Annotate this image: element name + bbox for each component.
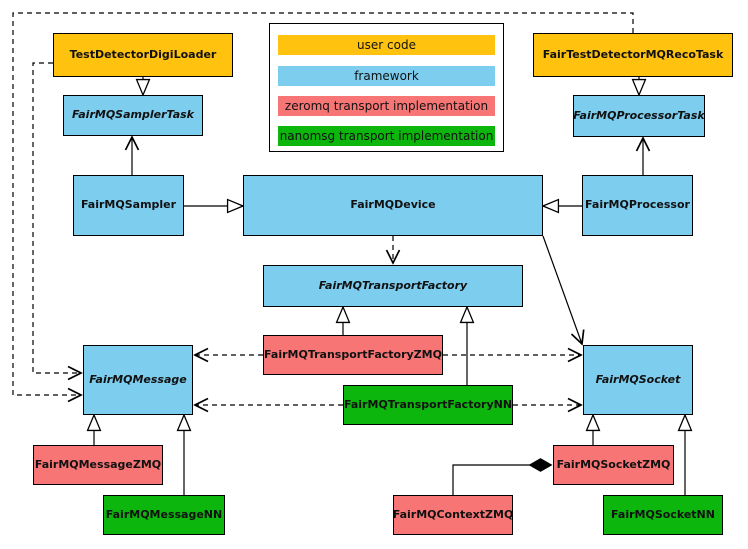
class-label: FairMQProcessor: [585, 198, 690, 212]
class-box-fairmqsampler: FairMQSampler: [73, 175, 184, 236]
class-box-fairmqsamplertask: FairMQSamplerTask: [63, 95, 203, 136]
edge-digiloader-message: [32, 62, 81, 373]
class-label: FairMQDevice: [350, 198, 436, 212]
class-box-fairmqcontextzmq: FairMQContextZMQ: [393, 495, 513, 535]
class-label: FairMQSamplerTask: [72, 108, 194, 122]
class-label: FairTestDetectorMQRecoTask: [542, 47, 724, 61]
class-box-testdetectordigiloader: TestDetectorDigiLoader: [53, 33, 233, 77]
legend-item-user-code: user code: [278, 35, 495, 55]
class-box-fairmqdevice: FairMQDevice: [243, 175, 543, 236]
class-box-fairmqsocket: FairMQSocket: [583, 345, 693, 415]
class-label: FairMQTransportFactoryNN: [343, 397, 513, 411]
class-label: FairMQMessageZMQ: [34, 457, 162, 471]
class-box-fairmqmessage: FairMQMessage: [83, 345, 193, 415]
class-box-fairmqmessagezmq: FairMQMessageZMQ: [33, 445, 163, 485]
edge-device-socket: [542, 235, 582, 344]
class-label: FairMQTransportFactoryZMQ: [264, 347, 442, 361]
legend: user code framework zeromq transport imp…: [269, 23, 504, 152]
class-box-fairtestdetectormqrecotask: FairTestDetectorMQRecoTask: [533, 33, 733, 77]
class-label: FairMQSocketNN: [611, 507, 715, 521]
class-label: FairMQSocketZMQ: [556, 457, 671, 471]
class-label: FairMQProcessorTask: [573, 108, 705, 122]
legend-label: zeromq transport implementation: [284, 99, 489, 113]
class-label: TestDetectorDigiLoader: [69, 47, 217, 61]
legend-label: user code: [357, 38, 416, 52]
legend-item-zeromq: zeromq transport implementation: [278, 96, 495, 116]
class-box-fairmqtransportfactorynn: FairMQTransportFactoryNN: [343, 385, 513, 425]
class-box-fairmqsocketzmq: FairMQSocketZMQ: [553, 445, 674, 485]
class-box-fairmqtransportfactory: FairMQTransportFactory: [263, 265, 523, 307]
class-label: FairMQMessage: [89, 372, 187, 386]
class-label: FairMQContextZMQ: [392, 507, 514, 521]
class-box-fairmqmessagenn: FairMQMessageNN: [103, 495, 225, 535]
class-box-fairmqprocessor: FairMQProcessor: [582, 175, 693, 236]
edge-recotask-message: [12, 12, 634, 395]
class-box-fairmqtransportfactoryzmq: FairMQTransportFactoryZMQ: [263, 335, 443, 375]
class-label: FairMQSampler: [80, 198, 177, 212]
class-box-fairmqsocketnn: FairMQSocketNN: [603, 495, 723, 535]
class-label: FairMQMessageNN: [105, 507, 223, 521]
class-label: FairMQTransportFactory: [318, 278, 468, 292]
class-label: FairMQSocket: [595, 372, 681, 386]
class-box-fairmqprocessortask: FairMQProcessorTask: [573, 95, 705, 137]
legend-label: nanomsg transport implementation: [279, 129, 494, 143]
legend-item-framework: framework: [278, 66, 495, 86]
legend-label: framework: [354, 69, 419, 83]
edge-contextzmq-socketzmq: [452, 458, 553, 495]
legend-item-nanomsg: nanomsg transport implementation: [278, 126, 495, 146]
